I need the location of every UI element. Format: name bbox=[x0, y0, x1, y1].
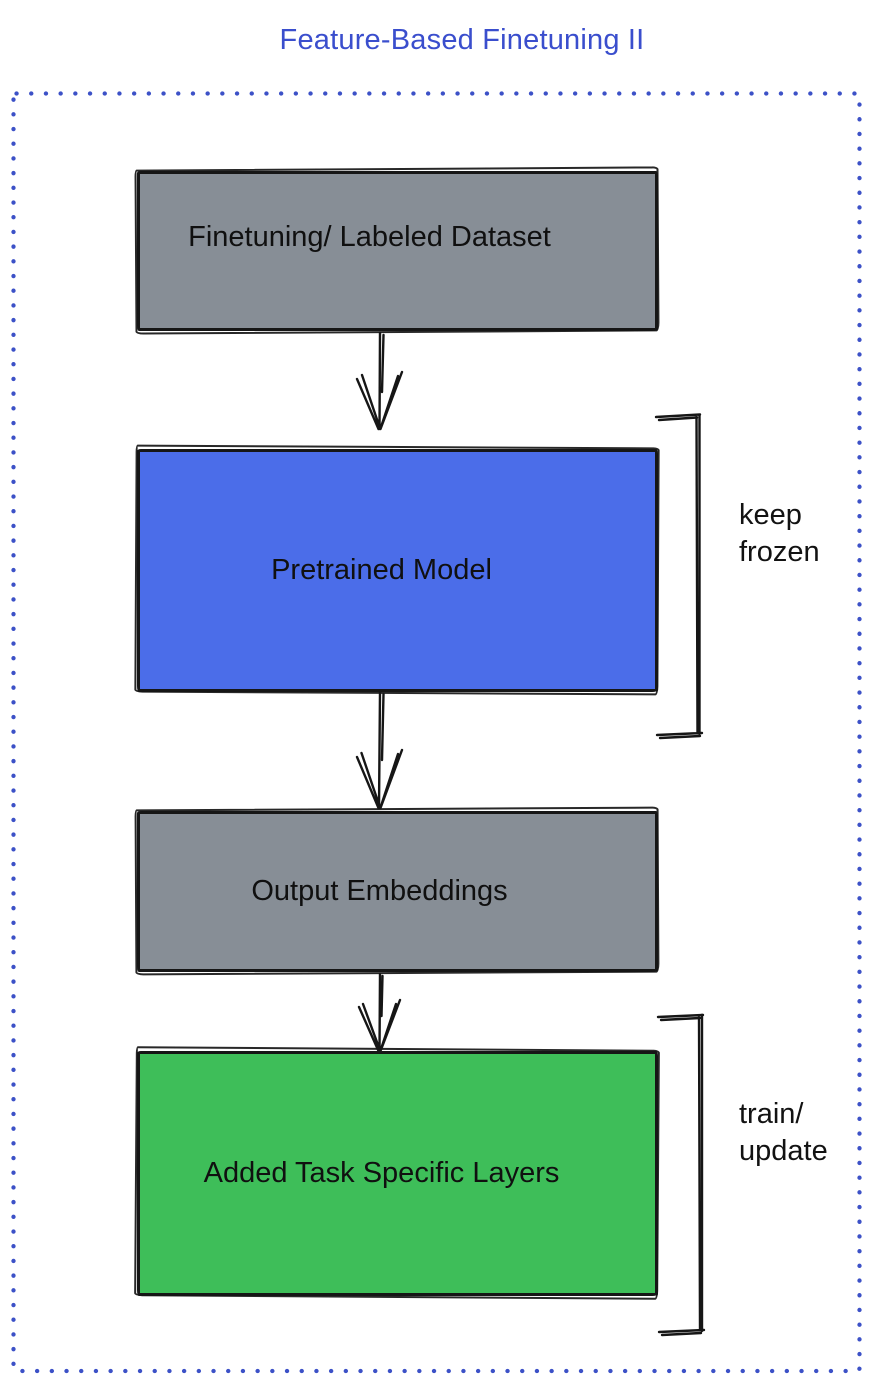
arrow-embeddings-to-task-layers bbox=[357, 972, 402, 1053]
arrow-pretrained-to-embeddings bbox=[355, 690, 404, 810]
node-label: Output Embeddings bbox=[251, 875, 508, 907]
node-added-task-specific-layers: Added Task Specific Layers bbox=[137, 1051, 658, 1296]
annotation-train-update: train/ update bbox=[739, 1098, 828, 1167]
node-label: Finetuning/ Labeled Dataset bbox=[188, 220, 551, 253]
annotation-keep-frozen: keep frozen bbox=[739, 499, 820, 568]
bracket-train-update bbox=[656, 1013, 706, 1337]
node-label: Added Task Specific Layers bbox=[203, 1157, 560, 1189]
node-output-embeddings: Output Embeddings bbox=[137, 811, 658, 972]
arrow-dataset-to-pretrained bbox=[355, 331, 404, 431]
diagram-title: Feature-Based Finetuning II bbox=[279, 24, 645, 56]
node-pretrained-model: Pretrained Model bbox=[137, 449, 658, 692]
bracket-keep-frozen bbox=[654, 413, 704, 740]
node-finetuning-labeled-dataset: Finetuning/ Labeled Dataset bbox=[137, 171, 658, 331]
node-label: Pretrained Model bbox=[271, 554, 492, 586]
